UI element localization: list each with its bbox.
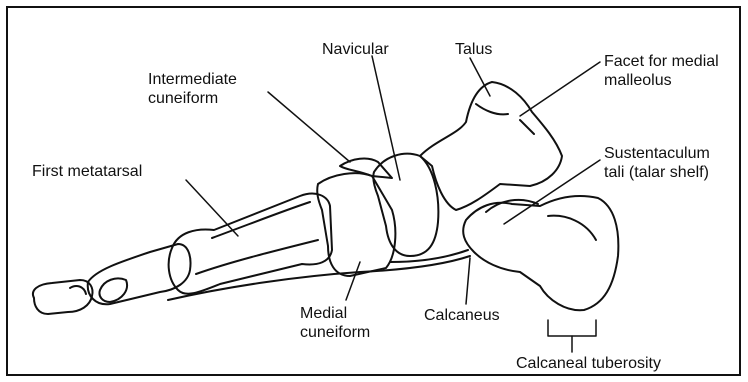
label-intermediate-cuneiform: Intermediate cuneiform	[148, 70, 237, 108]
label-sustentaculum-tali: Sustentaculum tali (talar shelf)	[604, 144, 710, 182]
label-facet-medial-malleolus: Facet for medial malleolus	[604, 52, 719, 90]
first-metatarsal-bone	[169, 194, 332, 294]
label-calcaneal-tuberosity: Calcaneal tuberosity	[516, 354, 661, 373]
distal-phalanx	[33, 280, 93, 314]
label-calcaneus: Calcaneus	[424, 306, 500, 325]
label-navicular: Navicular	[322, 40, 389, 59]
medial-cuneiform-bone	[317, 173, 395, 276]
calcaneus-bone	[463, 196, 618, 310]
proximal-phalanx	[88, 244, 191, 304]
label-first-metatarsal: First metatarsal	[32, 162, 142, 181]
label-talus: Talus	[455, 40, 492, 59]
sesamoid-shape	[99, 278, 127, 302]
label-medial-cuneiform: Medial cuneiform	[300, 304, 370, 342]
